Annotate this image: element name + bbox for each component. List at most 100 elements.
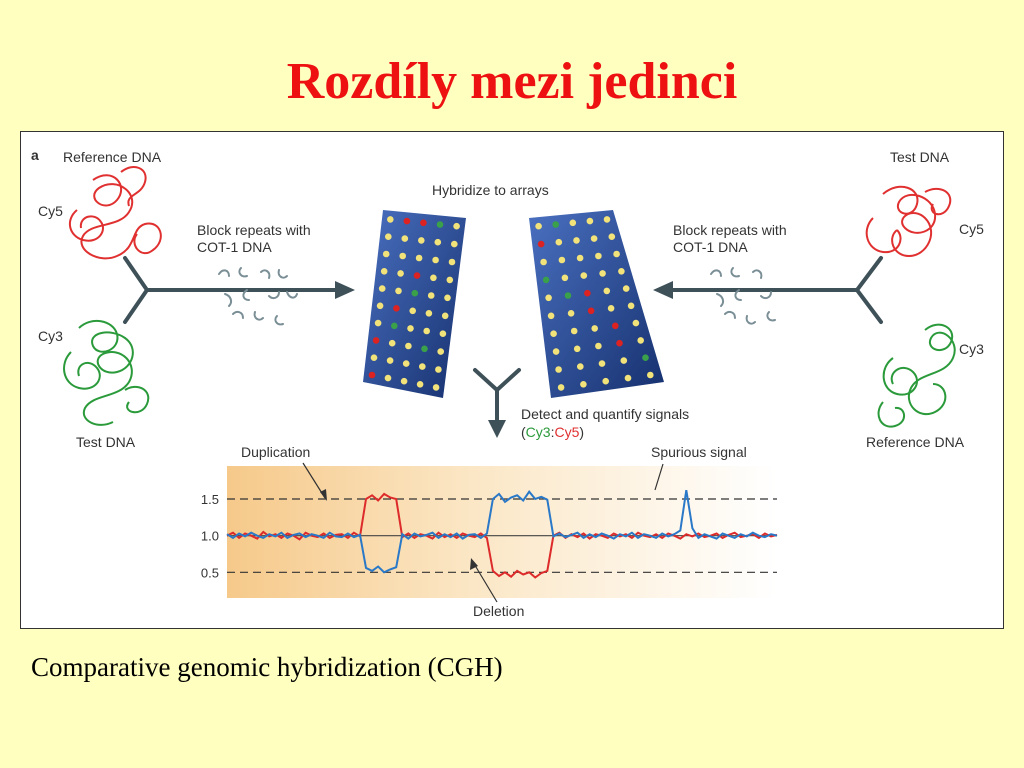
- cgh-figure: a Reference DNA Test DNA Cy5 Cy3 Test DN…: [20, 131, 1004, 629]
- array-spot: [624, 374, 632, 382]
- array-spot: [430, 274, 437, 282]
- array-spot: [402, 360, 410, 367]
- right-arrowhead-icon: [653, 281, 673, 299]
- array-spot: [584, 289, 591, 297]
- array-spot: [573, 345, 581, 353]
- array-spot: [555, 366, 562, 373]
- detect-arrow-icon: [473, 368, 521, 426]
- array-spot: [451, 240, 458, 248]
- left-block-text-1: Block repeats with: [197, 222, 311, 238]
- array-spot: [400, 377, 408, 385]
- array-spot: [542, 276, 550, 284]
- array-spot: [405, 342, 412, 350]
- array-spot: [613, 250, 620, 258]
- y-tick-label: 0.5: [201, 565, 219, 580]
- cgh-ratio-plot: 1.51.00.5: [201, 466, 778, 598]
- array-spot: [637, 337, 644, 344]
- left-test-dna-label: Test DNA: [76, 434, 136, 450]
- detect-arrowhead-icon: [488, 420, 506, 438]
- series-blue-line: [226, 490, 778, 574]
- array-spot: [591, 325, 598, 332]
- right-cot1-fragments-icon: [710, 267, 776, 325]
- left-merge-arrow-icon: [123, 256, 343, 324]
- array-spot: [590, 235, 598, 242]
- array-spot: [552, 221, 559, 228]
- array-spot: [385, 233, 392, 240]
- duplication-label: Duplication: [241, 444, 310, 460]
- array-spot: [647, 371, 654, 379]
- array-spot: [620, 357, 628, 364]
- array-spot: [418, 237, 425, 244]
- array-spot: [608, 233, 616, 240]
- right-block-text-2: COT-1 DNA: [673, 239, 748, 255]
- left-cy5-label: Cy5: [38, 203, 63, 219]
- left-heading: Reference DNA: [63, 149, 162, 165]
- array-spot: [557, 384, 565, 391]
- array-spot: [632, 319, 640, 327]
- array-spot: [435, 366, 442, 373]
- left-cot1-fragments-icon: [218, 267, 298, 326]
- slide-caption: Comparative genomic hybridization (CGH): [31, 652, 503, 682]
- right-cy5-label: Cy5: [959, 221, 984, 237]
- array-spot: [448, 258, 456, 266]
- array-spot: [370, 354, 378, 361]
- array-spot: [420, 219, 427, 227]
- array-spot: [453, 222, 460, 230]
- right-microarray: [529, 210, 664, 398]
- spurious-signal-label: Spurious signal: [651, 444, 747, 460]
- array-spot: [569, 219, 577, 227]
- right-heading: Test DNA: [890, 149, 950, 165]
- array-spot: [444, 294, 451, 302]
- array-spot: [421, 345, 428, 353]
- array-spot: [372, 337, 380, 344]
- array-spot: [616, 339, 623, 347]
- array-spot: [603, 216, 611, 223]
- array-spot: [537, 240, 545, 248]
- array-spot: [587, 307, 595, 315]
- array-spot: [545, 294, 552, 302]
- array-spot: [573, 237, 580, 244]
- left-block-text-2: COT-1 DNA: [197, 239, 272, 255]
- cgh-diagram: a Reference DNA Test DNA Cy5 Cy3 Test DN…: [31, 147, 984, 619]
- array-spot: [432, 256, 439, 264]
- array-spot: [570, 327, 578, 335]
- array-spot: [425, 310, 433, 317]
- array-spot: [550, 330, 557, 337]
- array-spot: [446, 276, 454, 284]
- array-spot: [642, 354, 649, 361]
- array-spot: [555, 238, 563, 246]
- array-spot: [393, 305, 400, 312]
- array-spot: [564, 292, 572, 299]
- array-spot: [411, 289, 419, 297]
- array-spot: [399, 252, 407, 260]
- array-spot: [378, 285, 386, 292]
- array-spot: [602, 377, 609, 385]
- array-spot: [397, 270, 404, 277]
- array-spot: [432, 384, 440, 391]
- left-microarray: [363, 210, 466, 398]
- array-spot: [561, 274, 569, 282]
- deletion-pointer: [472, 561, 498, 603]
- left-cy3-label: Cy3: [38, 328, 63, 344]
- right-merge-arrow-icon: [665, 256, 883, 324]
- array-spot: [612, 322, 619, 330]
- array-spot: [540, 258, 547, 266]
- array-spot: [387, 216, 394, 223]
- array-spot: [382, 250, 390, 258]
- array-spot: [603, 287, 611, 295]
- duplication-pointer-head-icon: [320, 489, 327, 501]
- array-spot: [407, 325, 414, 332]
- array-spot: [627, 302, 635, 310]
- array-spot: [580, 381, 587, 388]
- y-tick-label: 1.5: [201, 492, 219, 507]
- right-cy5-dna-icon: [865, 185, 952, 258]
- right-cy3-dna-icon: [877, 323, 956, 428]
- array-spot: [599, 270, 606, 277]
- right-cy3-label: Cy3: [959, 341, 984, 357]
- array-spot: [580, 272, 588, 279]
- array-spot: [576, 254, 584, 262]
- array-spot: [595, 252, 602, 260]
- deletion-pointer-head-icon: [470, 558, 478, 570]
- array-spot: [415, 254, 423, 262]
- array-spot: [607, 305, 615, 312]
